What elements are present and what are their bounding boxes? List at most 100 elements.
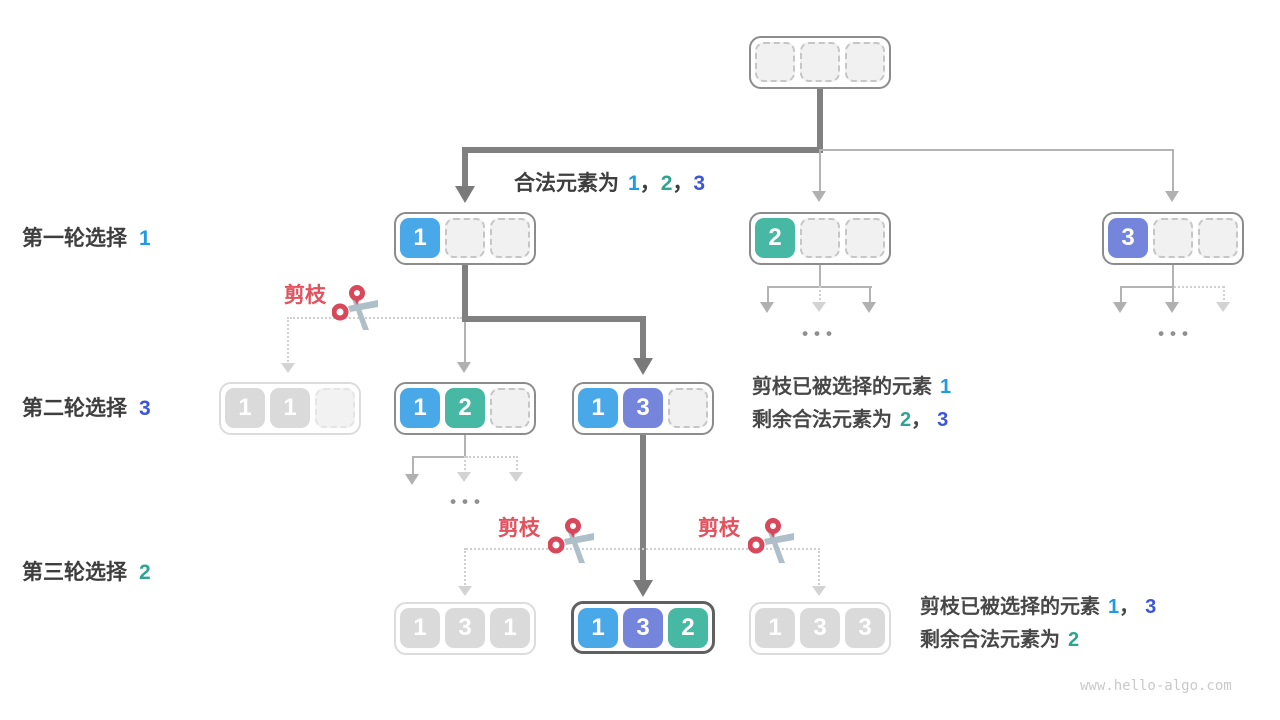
edge-node1-elbow [462, 316, 646, 322]
cell-value: 3 [623, 388, 663, 428]
cell-pruned: 1 [755, 608, 795, 648]
arrowhead-to-node3 [1165, 191, 1179, 202]
cell-empty [845, 218, 885, 258]
edge-node12-bar-dotted [466, 456, 518, 458]
round-3-label: 第三轮选择 2 [22, 556, 151, 586]
edge-to-node12 [464, 322, 466, 364]
annotation-value: 1 [1108, 596, 1120, 618]
pruned-edge-row3-h [466, 548, 820, 550]
cell-value: 1 [578, 608, 618, 648]
edge-node2-mid-dotted [819, 286, 821, 304]
arrowhead-node12-left [405, 474, 419, 485]
cell-pruned: 3 [445, 608, 485, 648]
annotation-value: 3 [937, 409, 949, 431]
edge-node12-mid-dotted [464, 456, 466, 474]
cell-empty [445, 218, 485, 258]
edge-to-node2 [819, 149, 821, 193]
edge-node2-left [767, 286, 769, 304]
perm-node-1-3-2-result: 1 3 2 [571, 601, 715, 654]
pruned-edge-node133-v [818, 548, 820, 588]
cell-empty [755, 42, 795, 82]
round-3-value: 2 [139, 561, 151, 584]
edge-node3-bar [1121, 286, 1174, 288]
edge-node3-left [1120, 286, 1122, 304]
perm-node-1-3: 1 3 [572, 382, 714, 435]
edge-node12-right-dotted [516, 456, 518, 474]
arrowhead-node3-left [1113, 302, 1127, 313]
cell-empty [490, 218, 530, 258]
pruned-edge-node11-h [290, 317, 462, 319]
perm-node-3: 3 [1102, 212, 1244, 265]
legend-sep: ， [672, 172, 694, 195]
pruned-arrowhead-node133 [812, 586, 826, 596]
cell-pruned: 1 [400, 608, 440, 648]
annotation-sep: ， [1119, 596, 1140, 618]
perm-node-1-3-3-pruned: 1 3 3 [749, 602, 891, 655]
arrowhead-node12-right [509, 472, 523, 482]
annotation-sep: ， [911, 409, 932, 431]
prune-label-2: 剪枝 [498, 517, 540, 540]
arrowhead-to-node132 [633, 580, 653, 597]
edge-to-node1 [462, 147, 468, 189]
round-1-value: 1 [139, 227, 151, 250]
edge-node12-stem [464, 434, 466, 458]
cell-empty [845, 42, 885, 82]
arrowhead-to-node13 [633, 358, 653, 375]
cell-pruned: 3 [800, 608, 840, 648]
cell-empty [1153, 218, 1193, 258]
cell-empty [800, 42, 840, 82]
arrowhead-node2-left [760, 302, 774, 313]
cell-value: 3 [623, 608, 663, 648]
cell-pruned: 1 [270, 388, 310, 428]
legend-label: 合法元素为 [514, 172, 619, 195]
edge-node3-mid [1172, 286, 1174, 304]
cell-value: 3 [1108, 218, 1148, 258]
perm-node-1-1-pruned: 1 1 [219, 382, 361, 435]
arrowhead-node12-mid [457, 472, 471, 482]
scissors-icon [332, 284, 380, 332]
annotation-text: 剩余合法元素为 [920, 629, 1060, 651]
arrowhead-node3-right [1216, 302, 1230, 312]
round-2-label: 第二轮选择 3 [22, 392, 151, 422]
edge-node3-stem [1172, 264, 1174, 288]
cell-value: 1 [400, 388, 440, 428]
round-2-text: 第二轮选择 [22, 397, 127, 420]
edge-node13-stem [640, 434, 646, 582]
edge-node12-bar [413, 456, 466, 458]
cell-value: 2 [668, 608, 708, 648]
edge-root-bar-dark [462, 147, 823, 153]
arrowhead-to-node1 [455, 186, 475, 203]
watermark: www.hello-algo.com [1080, 678, 1232, 694]
cell-pruned: 1 [490, 608, 530, 648]
ellipsis-node3-subtree: ••• [1158, 324, 1194, 343]
round-3-text: 第三轮选择 [22, 561, 127, 584]
cell-empty [315, 388, 355, 428]
edge-node12-left [412, 456, 414, 476]
edge-to-node13 [640, 316, 646, 360]
annotation-value: 3 [1145, 596, 1157, 618]
annotation-value: 1 [940, 376, 952, 398]
edge-node2-stem [819, 264, 821, 288]
legend-value-1: 1 [628, 172, 640, 195]
pruned-arrowhead-node11 [281, 363, 295, 373]
perm-node-1-3-1-pruned: 1 3 1 [394, 602, 536, 655]
pruned-arrowhead-node131 [458, 586, 472, 596]
edge-to-node3 [1172, 149, 1174, 193]
edge-root-stem [817, 86, 823, 150]
round-2-value: 3 [139, 397, 151, 420]
arrowhead-to-node2 [812, 191, 826, 202]
prune-label-1: 剪枝 [284, 284, 326, 307]
cell-pruned: 3 [845, 608, 885, 648]
prune-label-3: 剪枝 [698, 517, 740, 540]
legend-value-3: 3 [693, 172, 706, 195]
cell-empty [1198, 218, 1238, 258]
cell-empty [668, 388, 708, 428]
